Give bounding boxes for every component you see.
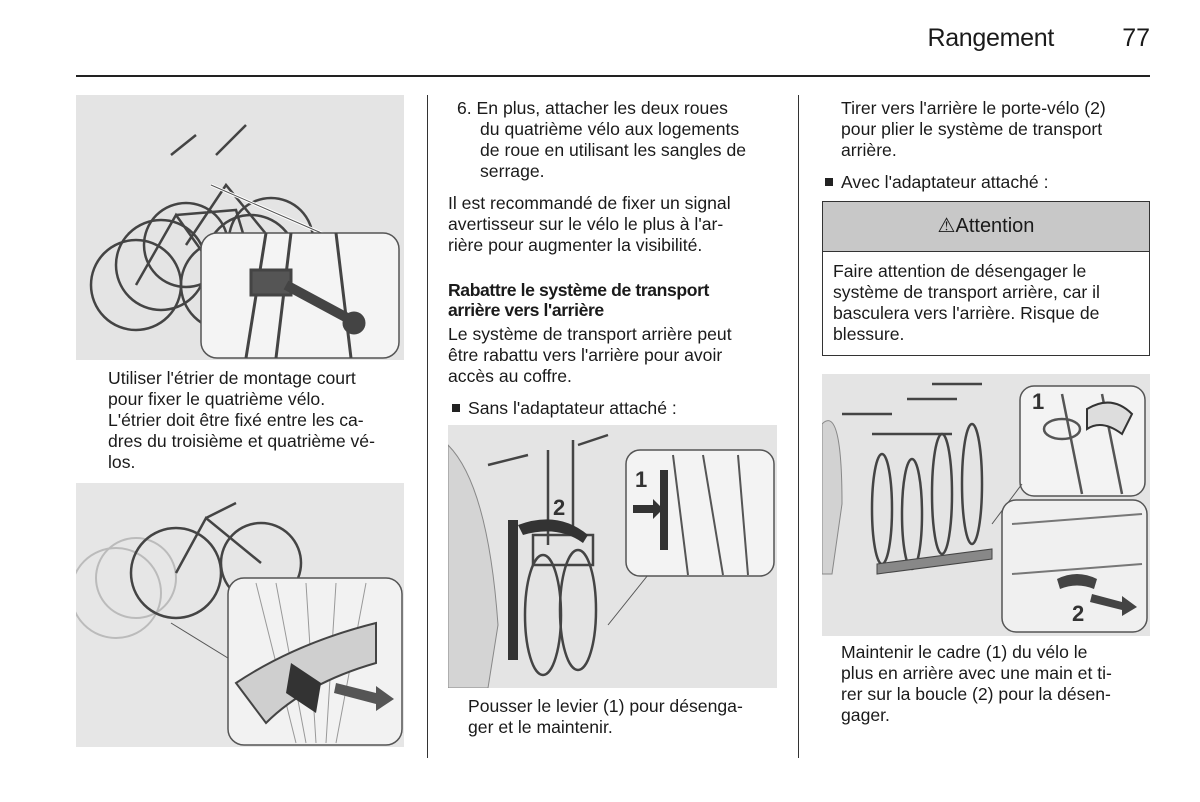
text-line: pour plier le système de transport xyxy=(841,119,1103,139)
text-line: ger et le maintenir. xyxy=(468,717,613,737)
page-number: 77 xyxy=(1122,24,1150,52)
figure-label-2: 2 xyxy=(1072,601,1084,626)
text-line: Faire attention de désengager le xyxy=(833,261,1087,281)
text-line: basculera vers l'arrière. Risque de xyxy=(833,303,1100,323)
figure-lever-release: 2 1 xyxy=(448,425,777,688)
page-title: Rangement xyxy=(927,24,1054,52)
bullet-without-adapter: Sans l'adaptateur attaché : xyxy=(452,398,677,419)
figure-label-1: 1 xyxy=(635,467,647,492)
section-heading: Rabattre le système de transport arrière… xyxy=(448,280,709,320)
step-6: 6. En plus, attacher les deux roues du q… xyxy=(457,98,746,182)
text-line: L'étrier doit être fixé entre les ca- xyxy=(108,410,364,430)
text-line: los. xyxy=(108,452,136,472)
text-line: pour fixer le quatrième vélo. xyxy=(108,389,326,409)
column-divider-1 xyxy=(427,95,428,758)
text-line: Le système de transport arrière peut xyxy=(448,324,732,344)
text-line: Maintenir le cadre (1) du vélo le xyxy=(841,642,1088,662)
text-line: rière pour augmenter la visibilité. xyxy=(448,235,703,255)
text-line: serrage. xyxy=(480,161,545,181)
text-line: Pousser le levier (1) pour désenga- xyxy=(468,696,743,716)
text-line: arrière vers l'arrière xyxy=(448,300,604,320)
caption-frame-buckle: Maintenir le cadre (1) du vélo le plus e… xyxy=(841,642,1112,726)
text-line: Rabattre le système de transport xyxy=(448,280,709,300)
text-line: Tirer vers l'arrière le porte-vélo (2) xyxy=(841,98,1106,118)
text-line: du quatrième vélo aux logements xyxy=(480,119,740,139)
text-line: être rabattu vers l'arrière pour avoir xyxy=(448,345,723,365)
caption-mounting-bracket: Utiliser l'étrier de montage court pour … xyxy=(108,368,375,473)
text-line: système de transport arrière, car il xyxy=(833,282,1100,302)
figure-label-1: 1 xyxy=(1032,389,1044,414)
figure-label-2: 2 xyxy=(553,495,565,520)
caption-lever: Pousser le levier (1) pour désenga- ger … xyxy=(468,696,743,738)
warning-header: ⚠Attention xyxy=(823,202,1149,252)
paragraph-pull-carrier: Tirer vers l'arrière le porte-vélo (2) p… xyxy=(841,98,1106,161)
warning-title: Attention xyxy=(955,215,1035,237)
text-line: de roue en utilisant les sangles de xyxy=(480,140,747,160)
figure-bikes-mounting-bracket xyxy=(76,95,404,360)
text-line: accès au coffre. xyxy=(448,366,572,386)
paragraph-warning-signal: Il est recommandé de fixer un signal ave… xyxy=(448,193,731,256)
text-line: dres du troisième et quatrième vé- xyxy=(108,431,375,451)
text-line: blessure. xyxy=(833,324,905,344)
column-divider-2 xyxy=(798,95,799,758)
warning-box: ⚠Attention Faire attention de désengager… xyxy=(822,201,1150,356)
text-line: plus en arrière avec une main et ti- xyxy=(841,663,1112,683)
text-line: Utiliser l'étrier de montage court xyxy=(108,368,356,388)
bullet-with-adapter: Avec l'adaptateur attaché : xyxy=(825,172,1048,193)
warning-body: Faire attention de désengager le système… xyxy=(823,252,1149,345)
figure-wheel-strap xyxy=(76,483,404,747)
header-divider xyxy=(76,75,1150,77)
text-line: rer sur la boucle (2) pour la désen- xyxy=(841,684,1111,704)
paragraph-fold-access: Le système de transport arrière peut êtr… xyxy=(448,324,732,387)
text-line: arrière. xyxy=(841,140,897,160)
text-line: Il est recommandé de fixer un signal xyxy=(448,193,731,213)
text-line: 6. En plus, attacher les deux roues xyxy=(457,98,728,118)
warning-triangle-icon: ⚠ xyxy=(937,215,956,237)
figure-frame-buckle: 1 2 xyxy=(822,374,1150,636)
text-line: avertisseur sur le vélo le plus à l'ar- xyxy=(448,214,724,234)
text-line: gager. xyxy=(841,705,890,725)
